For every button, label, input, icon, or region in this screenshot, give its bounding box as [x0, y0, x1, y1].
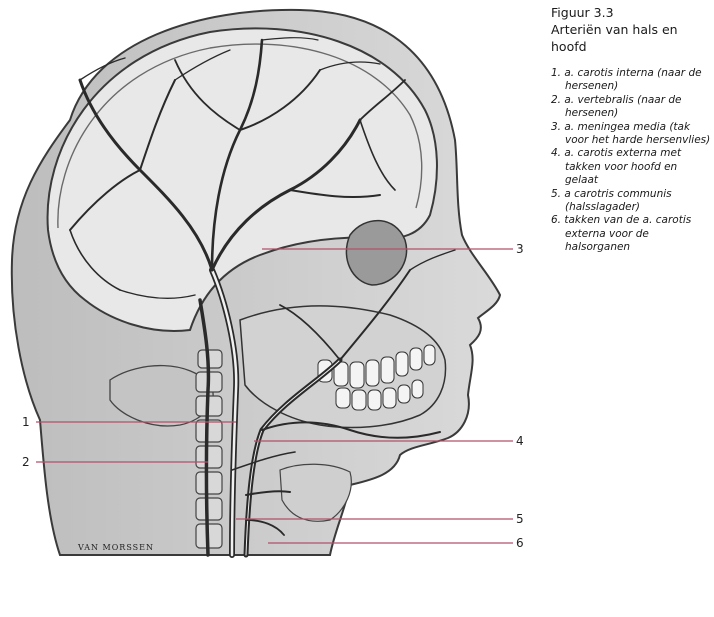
legend-list: 1. a. carotis interna (naar de hersenen)… [551, 67, 711, 255]
legend-item-6: 6. takken van de a. carotis externa voor… [551, 214, 692, 254]
leader-lines [36, 248, 513, 544]
arteries [69, 37, 456, 558]
larynx [279, 463, 352, 522]
figure-number: Figuur 3.3 [551, 5, 614, 20]
orbit [345, 219, 408, 286]
figure-title: Arteriën van hals en hoofd [551, 22, 678, 54]
legend-item-2: 2. a. vertebralis (naar de hersenen) [551, 93, 682, 120]
legend-item-4: 4. a. carotis externa met takken voor ho… [551, 147, 682, 187]
legend-item-5: 5. a carotris communis (halsslagader) [551, 187, 672, 214]
callout-3: 3 [516, 242, 524, 256]
callout-6: 6 [516, 536, 524, 550]
callout-5: 5 [516, 512, 524, 526]
legend-item-1: 1. a. carotis interna (naar de hersenen) [551, 67, 702, 93]
artist-signature: VAN MORSSEN [78, 543, 154, 552]
legend-item-3: 3. a. meningea media (tak voor het harde… [551, 120, 711, 147]
skull [46, 27, 438, 332]
figure-caption: Figuur 3.3 Arteriën van hals en hoofd 1.… [551, 4, 711, 255]
callout-4: 4 [516, 434, 524, 448]
callout-1: 1 [22, 415, 30, 429]
callout-2: 2 [22, 455, 30, 469]
